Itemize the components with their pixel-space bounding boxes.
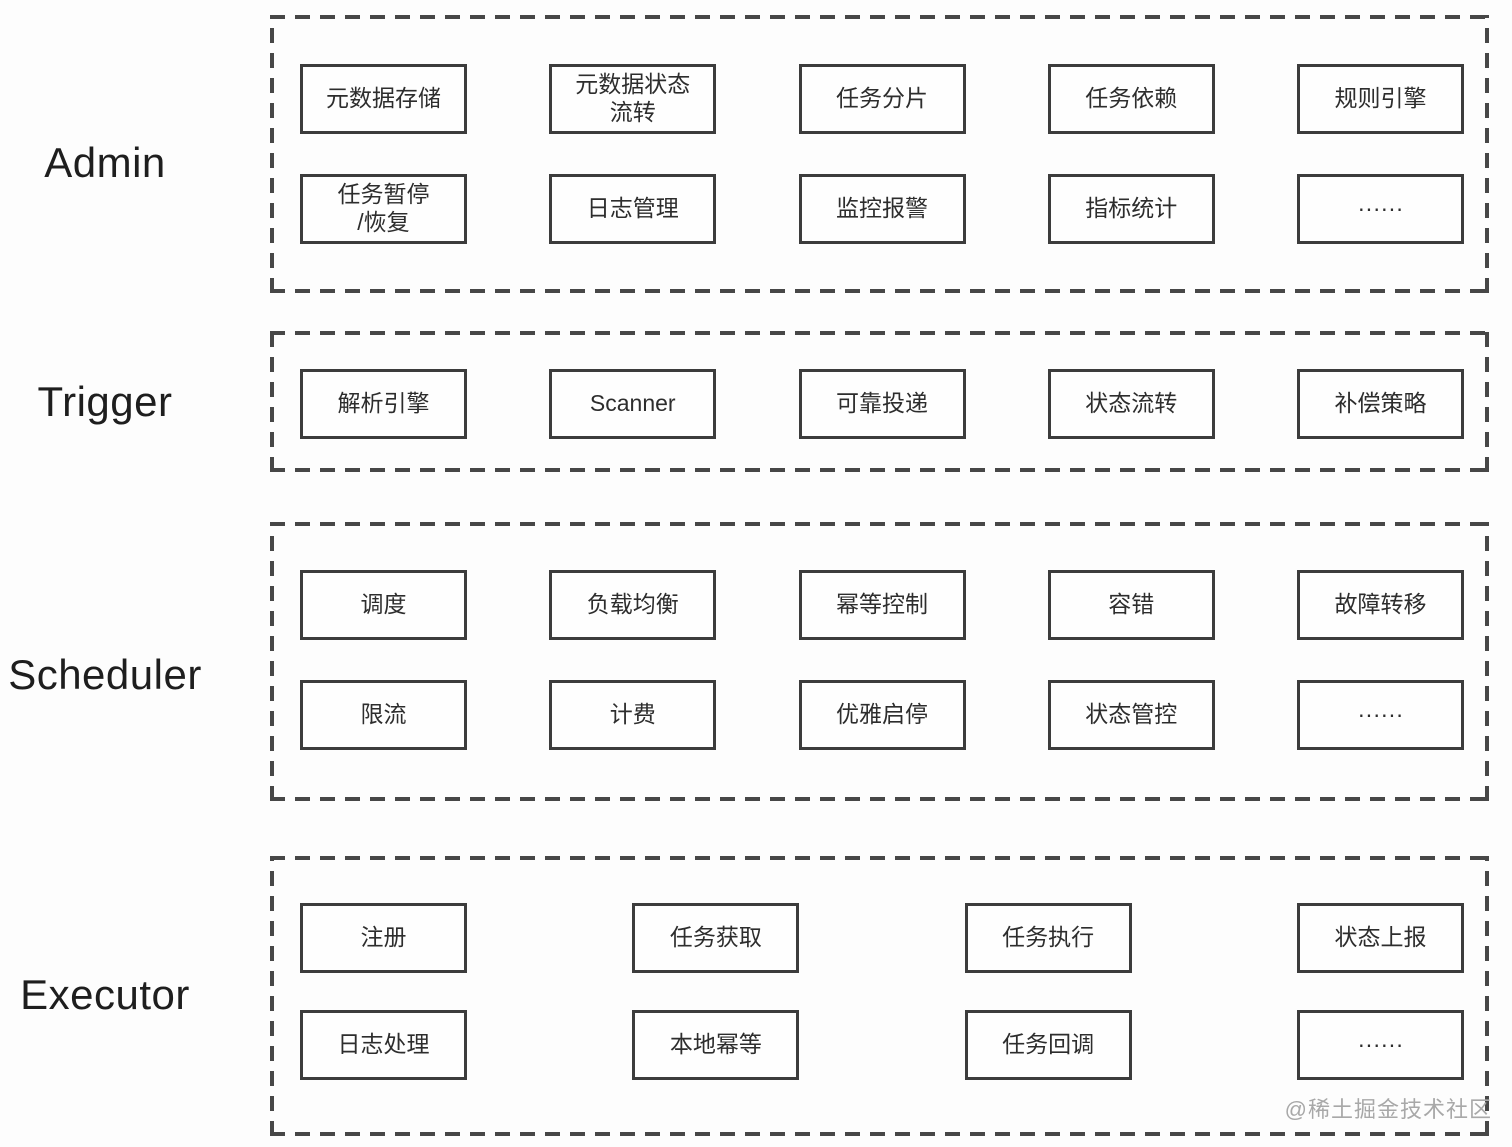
layer-container-trigger: 解析引擎 Scanner 可靠投递 状态流转 补偿策略 [270,331,1489,472]
component-box: 容错 [1047,570,1215,640]
component-box: 负载均衡 [549,570,717,640]
component-box: 故障转移 [1297,570,1464,640]
component-row: 调度 负载均衡 幂等控制 容错 故障转移 [300,570,1464,640]
component-box: 任务暂停 /恢复 [300,174,467,244]
component-box: ······ [1297,680,1464,750]
layer-container-executor: 注册 任务获取 任务执行 状态上报日志处理 本地幂等 任务回调 ······ [270,856,1489,1136]
component-box: 状态管控 [1047,680,1215,750]
component-box: 任务获取 [632,903,800,973]
component-box: 补偿策略 [1297,369,1464,439]
component-box: 状态上报 [1296,903,1464,973]
component-box: 状态流转 [1047,369,1215,439]
component-box: 可靠投递 [798,369,966,439]
component-box: ······ [1297,174,1464,244]
component-box: 元数据状态 流转 [549,64,717,134]
component-row: 解析引擎 Scanner 可靠投递 状态流转 补偿策略 [300,369,1464,439]
component-box: 注册 [300,903,467,973]
community-watermark: @稀土掘金技术社区 [1284,1097,1492,1122]
component-box: 指标统计 [1047,174,1215,244]
component-box: 任务回调 [964,1010,1132,1080]
component-box: 任务依赖 [1047,64,1215,134]
component-box: 计费 [549,680,717,750]
layer-label-admin: Admin [44,139,166,186]
component-row: 注册 任务获取 任务执行 状态上报 [300,903,1464,973]
component-box: ······ [1296,1010,1464,1080]
layer-label-scheduler: Scheduler [8,651,202,698]
component-row: 日志处理 本地幂等 任务回调 ······ [300,1010,1464,1080]
component-box: 优雅启停 [798,680,966,750]
component-box: 监控报警 [798,174,966,244]
layer-container-admin: 元数据存储 元数据状态 流转 任务分片 任务依赖 规则引擎任务暂停 /恢复 日志管理 监控报… [270,15,1489,293]
component-box: 元数据存储 [300,64,467,134]
component-box: 限流 [300,680,467,750]
component-row: 元数据存储 元数据状态 流转 任务分片 任务依赖 规则引擎 [300,64,1464,134]
component-row: 限流 计费 优雅启停 状态管控 ······ [300,680,1464,750]
layer-label-executor: Executor [20,971,190,1018]
component-box: 调度 [300,570,467,640]
component-box: 幂等控制 [798,570,966,640]
component-box: 日志管理 [549,174,717,244]
layer-label-trigger: Trigger [37,378,173,425]
component-box: 任务分片 [798,64,966,134]
component-box: 本地幂等 [632,1010,800,1080]
layer-container-scheduler: 调度 负载均衡 幂等控制 容错 故障转移限流 计费 优雅启停 状态管控 ······ [270,522,1489,801]
component-box: 规则引擎 [1297,64,1464,134]
component-box: 任务执行 [964,903,1132,973]
component-box: 解析引擎 [300,369,467,439]
component-box: 日志处理 [300,1010,467,1080]
component-row: 任务暂停 /恢复 日志管理 监控报警 指标统计 ······ [300,174,1464,244]
component-box: Scanner [549,369,717,439]
